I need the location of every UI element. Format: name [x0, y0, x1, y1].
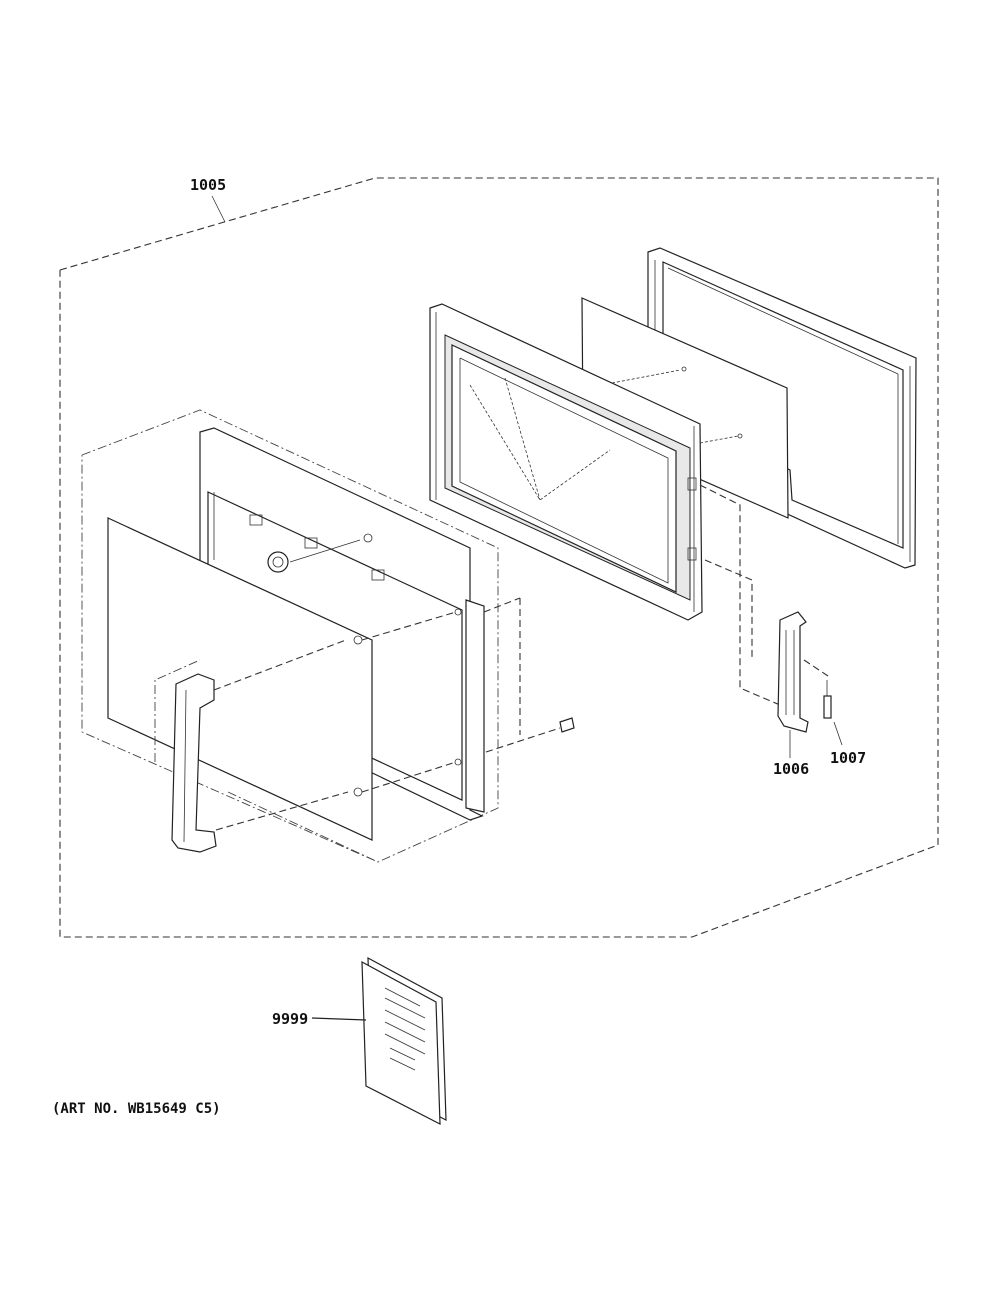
door-front-panel [107, 517, 462, 841]
latch-hook [777, 611, 809, 758]
owners-manual [311, 956, 447, 1125]
label-latch-hook: 1006 [773, 760, 809, 778]
panel-sub-boundary [81, 409, 499, 863]
latch-leader [699, 484, 781, 706]
label-manual: 9999 [272, 1010, 308, 1028]
latch-spring [803, 659, 843, 746]
screw [483, 597, 575, 753]
label-spring: 1007 [830, 749, 866, 767]
art-number: (ART NO. WB15649 C5) [52, 1101, 221, 1117]
door-assembly-boundary [59, 177, 939, 938]
door-handle [154, 639, 379, 863]
door-inner-frame [429, 303, 743, 621]
label-door-assembly: 1005 [190, 176, 226, 194]
